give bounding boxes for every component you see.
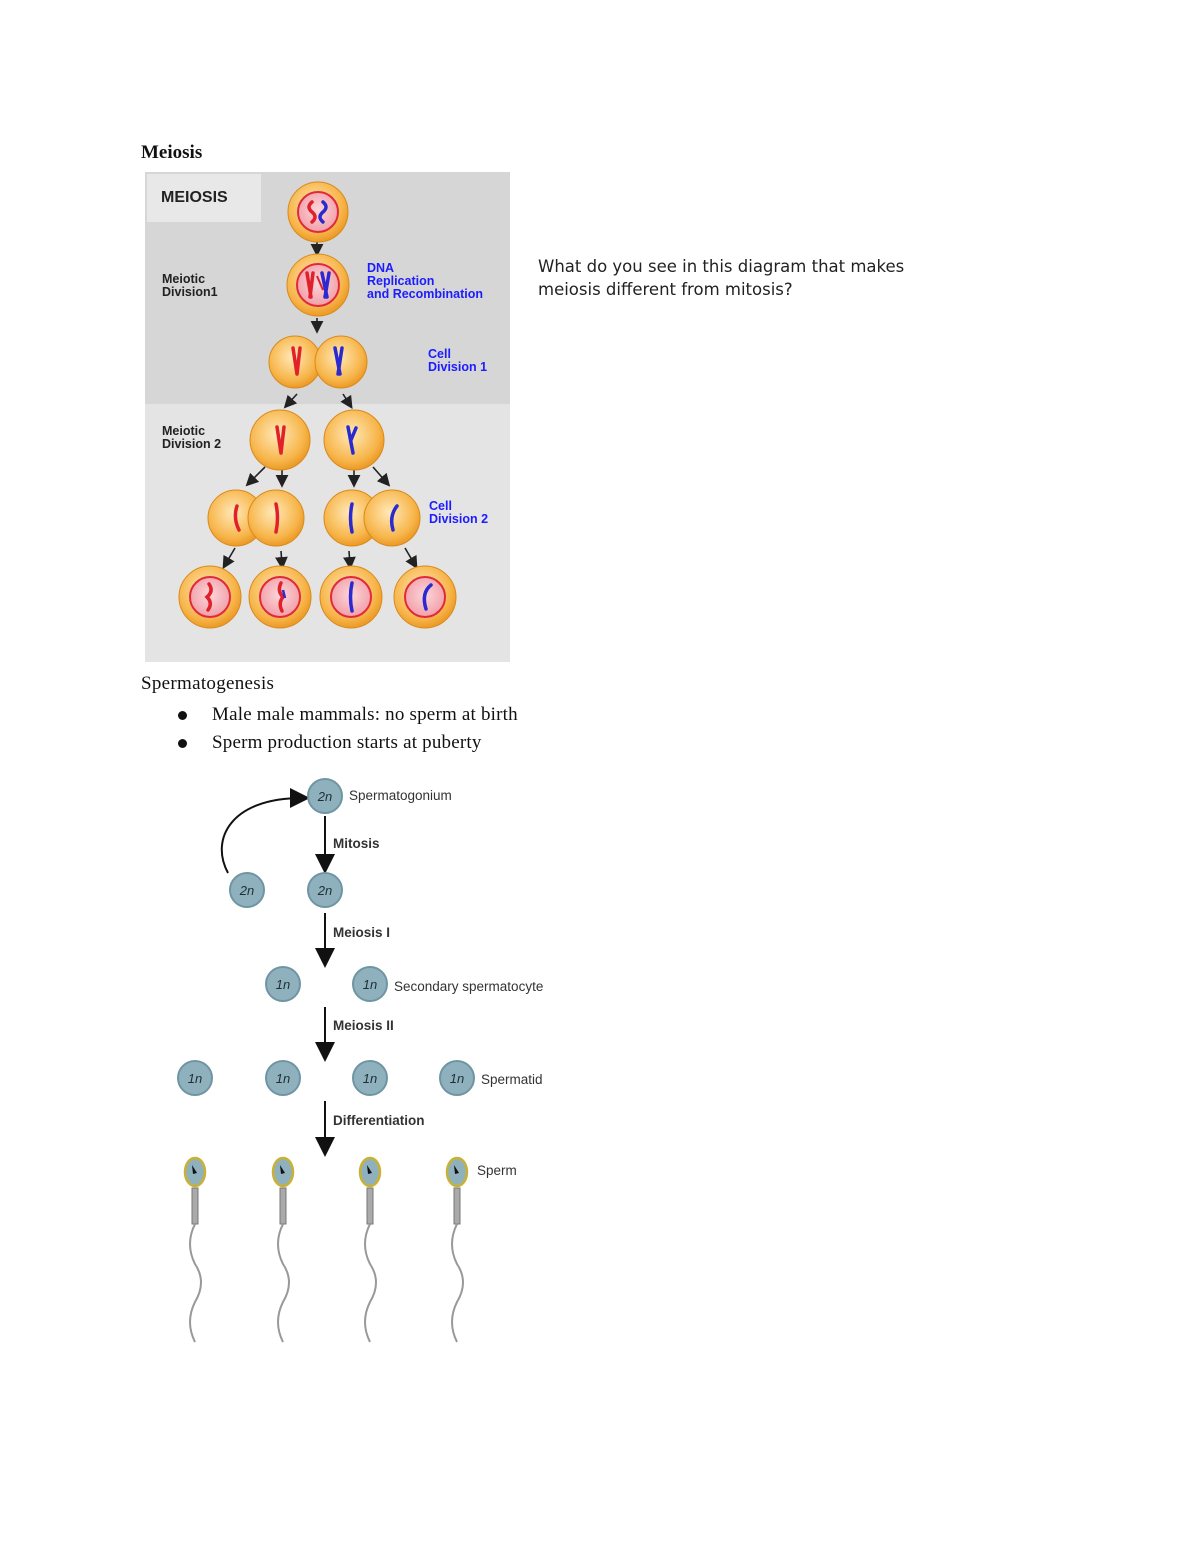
gamete-3 <box>319 565 383 629</box>
ploidy-label: 2n <box>317 883 332 898</box>
spermatogonium-cell <box>307 778 343 814</box>
bullet-icon <box>178 739 187 748</box>
spermatid-label: Spermatid <box>481 1072 543 1087</box>
stage1-label-a: Meiotic <box>162 272 205 286</box>
ploidy-label: 1n <box>276 1071 290 1086</box>
cell1-label-b: Division 1 <box>428 360 487 374</box>
meiosis-diagram: MEIOSIS Meiotic Division1 Meiotic Divisi… <box>145 172 510 662</box>
daughter-cell-blue <box>323 409 385 471</box>
sperm-cell <box>358 1156 382 1343</box>
secondary-cell-2 <box>352 966 388 1002</box>
replicated-cell <box>286 253 350 317</box>
ploidy-label: 1n <box>450 1071 464 1086</box>
bullet-text: Sperm production starts at puberty <box>212 732 482 753</box>
dividing-cell-2a <box>207 489 305 547</box>
spermatid-cell-2 <box>265 1060 301 1096</box>
figure-title: MEIOSIS <box>161 189 228 206</box>
secondary-cell-1 <box>265 966 301 1002</box>
ploidy-label: 2n <box>317 789 332 804</box>
spermatid-cell-1 <box>177 1060 213 1096</box>
cell1-label-a: Cell <box>428 347 451 361</box>
daughter-cell-red <box>249 409 311 471</box>
differentiation-label: Differentiation <box>333 1113 425 1128</box>
stage2-label-a: Meiotic <box>162 424 205 438</box>
bullet-item: Male male mammals: no sperm at birth <box>178 702 518 730</box>
meiosis-arrows <box>222 242 418 570</box>
mitosis-label: Mitosis <box>333 836 380 851</box>
dividing-cell-1 <box>268 335 368 389</box>
ploidy-label: 1n <box>363 1071 377 1086</box>
stage1-label-b: Division1 <box>162 285 218 299</box>
sperm-label: Sperm <box>477 1163 517 1178</box>
dividing-cell-2b <box>323 489 421 547</box>
title-box <box>147 174 261 222</box>
ploidy-label: 2n <box>239 883 254 898</box>
meiosis2-label: Meiosis II <box>333 1018 394 1033</box>
sperm-cell <box>271 1156 295 1343</box>
dna-label-a: DNA <box>367 261 394 275</box>
parent-cell <box>287 181 349 243</box>
gamete-4 <box>393 565 457 629</box>
spermatogenesis-diagram: 2n 2n 2n 1n 1n 1n 1n 1n 1n Spermatogoniu… <box>177 778 543 1343</box>
bullet-icon <box>178 711 187 720</box>
bullet-list: Male male mammals: no sperm at birth Spe… <box>178 702 518 758</box>
bullet-item: Sperm production starts at puberty <box>178 730 518 758</box>
secondary-label: Secondary spermatocyte <box>394 979 543 994</box>
ploidy-label: 1n <box>363 977 377 992</box>
cells <box>177 778 475 1096</box>
meiosis1-label: Meiosis I <box>333 925 390 940</box>
section-title: Spermatogenesis <box>141 673 275 694</box>
cell2-label-a: Cell <box>429 499 452 513</box>
spermatid-cell-4 <box>439 1060 475 1096</box>
sperm-cell <box>445 1156 469 1343</box>
stage2-label-b: Division 2 <box>162 437 221 451</box>
spermatogonium-label: Spermatogonium <box>349 788 452 803</box>
question-text: What do you see in this diagram that mak… <box>538 257 905 299</box>
cell2-label-b: Division 2 <box>429 512 488 526</box>
page-heading: Meiosis <box>141 142 203 163</box>
gamete-2 <box>248 565 312 629</box>
bullet-text: Male male mammals: no sperm at birth <box>212 704 518 725</box>
dna-label-b: Replication <box>367 274 434 288</box>
dna-label-c: and Recombination <box>367 287 483 301</box>
gamete-1 <box>178 565 242 629</box>
ploidy-label: 1n <box>188 1071 202 1086</box>
self-renewal-arrow <box>220 788 310 874</box>
ploidy-label: 1n <box>276 977 290 992</box>
primary-cell <box>307 872 343 908</box>
sperm-cell <box>183 1156 207 1343</box>
renewed-cell <box>229 872 265 908</box>
spermatid-cell-3 <box>352 1060 388 1096</box>
